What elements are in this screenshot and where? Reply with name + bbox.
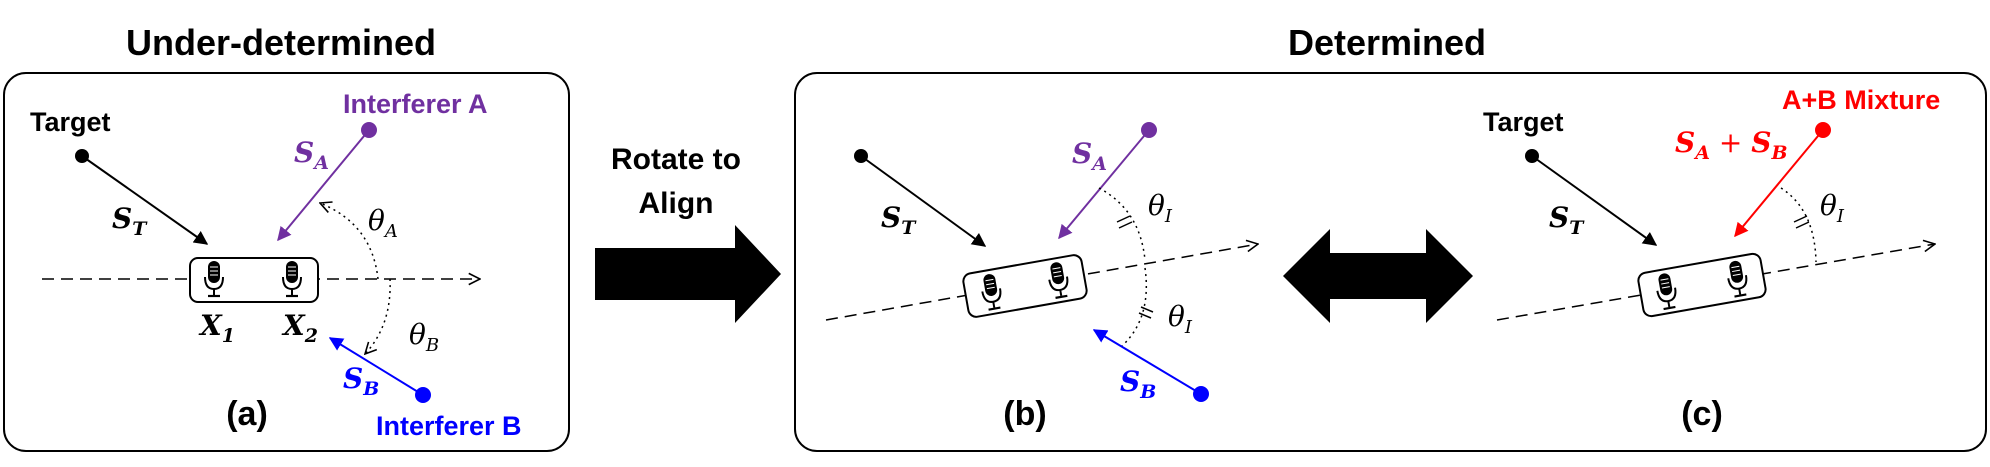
- interferer-b-label: Interferer B: [376, 411, 522, 441]
- target-label: Target: [30, 107, 111, 137]
- s-t-label: ST: [112, 202, 148, 240]
- s-t-label-c: ST: [1549, 201, 1585, 239]
- equal-mark: [1793, 215, 1808, 223]
- interferer-a-arrow: [277, 129, 370, 242]
- s-t-label-b: ST: [881, 201, 917, 239]
- interferer-b-arrow-b: [1092, 329, 1202, 395]
- mixture-arrow: [1734, 129, 1824, 238]
- equal-mark: [1795, 221, 1810, 229]
- rotate-label-line1: Rotate to: [611, 143, 741, 176]
- mic-array-b: [962, 254, 1088, 318]
- theta-i-arc-c: [1780, 187, 1817, 263]
- s-mix-label: SA + SB: [1675, 126, 1788, 164]
- right-arrow-icon: [595, 225, 781, 323]
- panel-c-label: (c): [1681, 395, 1723, 433]
- interferer-b-arrow: [328, 337, 424, 396]
- heading-determined: Determined: [1288, 22, 1486, 63]
- equal-mark: [1118, 221, 1133, 229]
- rotate-to-align: Rotate to Align: [595, 143, 781, 323]
- mic-array-c: [1637, 252, 1767, 318]
- heading-under-determined: Under-determined: [126, 22, 436, 63]
- interferer-a-label: Interferer A: [343, 89, 488, 119]
- x1-label: X1: [198, 309, 235, 347]
- panel-b: ST SA θI θI SB (b): [825, 122, 1258, 433]
- s-b-label-b: SB: [1120, 365, 1156, 403]
- x2-label: X2: [281, 309, 318, 347]
- mic-axis-c: [1496, 244, 1935, 321]
- theta-b-arc: [365, 278, 391, 354]
- double-arrow-icon: [1283, 229, 1473, 323]
- target-label-c: Target: [1483, 107, 1564, 137]
- s-a-label-b: SA: [1072, 137, 1107, 175]
- theta-i-label-top: θI: [1148, 189, 1173, 227]
- target-arrow: [81, 155, 209, 245]
- panel-a: X1 X2 Target ST Interferer A SA θA Inter…: [3, 72, 570, 452]
- theta-i-label-bottom: θI: [1168, 300, 1193, 338]
- equal-mark: [1116, 215, 1131, 223]
- theta-b-label: θB: [409, 318, 439, 356]
- theta-a-label: θA: [368, 204, 398, 242]
- target-arrow-c: [1531, 155, 1658, 246]
- panel-a-frame: [3, 72, 570, 452]
- determined-frame: [794, 72, 1987, 452]
- s-a-label: SA: [294, 136, 329, 174]
- rotate-label-line2: Align: [639, 187, 714, 220]
- equal-mark: [1140, 306, 1154, 313]
- theta-i-label-c: θI: [1820, 189, 1845, 227]
- panel-b-label: (b): [1003, 395, 1046, 433]
- mixture-label: A+B Mixture: [1782, 85, 1940, 115]
- interferer-a-arrow-b: [1058, 129, 1150, 240]
- theta-i-arc-top: [1098, 187, 1146, 261]
- s-b-label: SB: [343, 362, 379, 400]
- equal-mark: [1138, 312, 1152, 319]
- target-arrow-b: [860, 155, 987, 247]
- panel-a-label: (a): [226, 395, 268, 433]
- panel-c: Target ST A+B Mixture SA + SB θI (c): [1483, 85, 1940, 433]
